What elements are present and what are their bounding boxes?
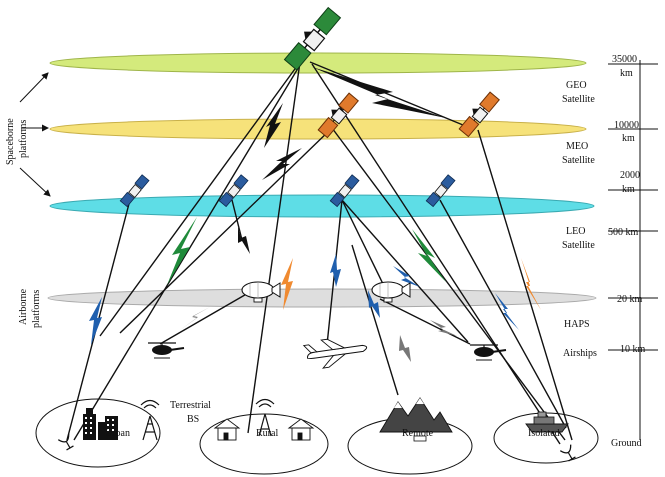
rural-house-icon-2 bbox=[287, 418, 315, 441]
airship-icon-2 bbox=[371, 281, 411, 303]
bolt-blue-leo1 bbox=[330, 254, 341, 287]
bolt-orange-rural bbox=[281, 258, 293, 310]
leo-label-line1: LEO bbox=[566, 226, 585, 237]
tick-10000-unit: km bbox=[622, 133, 635, 144]
airships-label: Airships bbox=[563, 348, 597, 359]
bolt-green-right bbox=[412, 229, 446, 282]
tick-2000-value: 2000 bbox=[620, 170, 640, 181]
meo-satellite-icon-1 bbox=[317, 92, 359, 139]
leo-satellite-icon-2 bbox=[218, 174, 249, 208]
airship-icon-1 bbox=[241, 281, 281, 303]
base-station-tower-icon-2 bbox=[255, 398, 275, 437]
leo-satellite-icon-3 bbox=[329, 174, 360, 208]
urban-building-windows bbox=[85, 417, 114, 434]
geo-label-line2: Satellite bbox=[562, 94, 595, 105]
spaceborne-label-line2: platforms bbox=[18, 120, 29, 158]
bolt-geo-meo bbox=[312, 67, 446, 118]
satellite-dish-icon-1 bbox=[57, 433, 74, 451]
leo-satellite-icon-4 bbox=[425, 174, 456, 208]
terrestrial-bs-label-line1: Terrestrial bbox=[170, 400, 211, 411]
airborne-label-line1: Airborne bbox=[18, 288, 29, 325]
spaceborne-arrows bbox=[19, 72, 51, 197]
altitude-axis bbox=[608, 60, 658, 440]
airplane-icon bbox=[302, 338, 368, 369]
leo-satellite-icon-1 bbox=[119, 174, 150, 208]
base-station-tower-icon-1 bbox=[140, 399, 160, 441]
bolt-leo-haps bbox=[238, 227, 250, 254]
bolt-blue-urban bbox=[89, 297, 102, 345]
helicopter-icon-1 bbox=[148, 342, 185, 359]
geo-orbit-ring bbox=[49, 52, 587, 74]
isolated-ship-icon bbox=[525, 411, 569, 433]
bolt-green-left bbox=[167, 217, 197, 285]
haps-layer-ring bbox=[47, 288, 597, 308]
tick-2000-unit: km bbox=[622, 184, 635, 195]
geo-satellite-icon bbox=[283, 6, 342, 71]
spaceborne-label-line1: Spaceborne bbox=[5, 118, 16, 165]
rural-house-icon-1 bbox=[213, 418, 241, 441]
bolt-gray-heli2 bbox=[430, 320, 457, 336]
tick-10000-value: 10000 bbox=[614, 120, 639, 131]
tick-10-km: 10 km bbox=[620, 344, 646, 355]
satellite-dish-icon-2 bbox=[559, 444, 576, 462]
meo-label-line2: Satellite bbox=[562, 155, 595, 166]
rural-label: Rural bbox=[256, 428, 278, 439]
meo-orbit-ring bbox=[49, 118, 587, 140]
tick-500-km: 500 km bbox=[608, 227, 639, 238]
meo-label-line1: MEO bbox=[566, 141, 588, 152]
airborne-label-line2: platforms bbox=[31, 290, 42, 328]
leo-orbit-ring bbox=[49, 194, 595, 218]
remote-mountains-icon bbox=[379, 397, 453, 442]
tick-35000-unit: km bbox=[620, 68, 633, 79]
urban-label: Urban bbox=[105, 428, 130, 439]
helicopter-icon-2 bbox=[470, 344, 507, 361]
link-lines bbox=[66, 59, 573, 445]
haps-label: HAPS bbox=[564, 319, 590, 330]
ground-label: Ground bbox=[611, 438, 642, 449]
meo-satellite-icon-2 bbox=[458, 91, 500, 138]
isolated-label: Isolated bbox=[528, 428, 560, 439]
leo-label-line2: Satellite bbox=[562, 240, 595, 251]
tick-20-km: 20 km bbox=[617, 294, 643, 305]
bolt-meo-leo bbox=[262, 148, 302, 180]
bolt-geo-down bbox=[264, 103, 283, 148]
remote-label: Remote bbox=[402, 428, 434, 439]
bolt-gray-airship bbox=[399, 335, 411, 362]
geo-label-line1: GEO bbox=[566, 80, 587, 91]
bolt-blue-leo2 bbox=[393, 266, 420, 287]
tick-35000-value: 35000 bbox=[612, 54, 637, 65]
bolt-blue-isolated bbox=[495, 293, 519, 330]
terrestrial-bs-label-line2: BS bbox=[187, 414, 199, 425]
rural-area bbox=[199, 413, 329, 475]
bolt-blue-leo3 bbox=[368, 290, 380, 318]
